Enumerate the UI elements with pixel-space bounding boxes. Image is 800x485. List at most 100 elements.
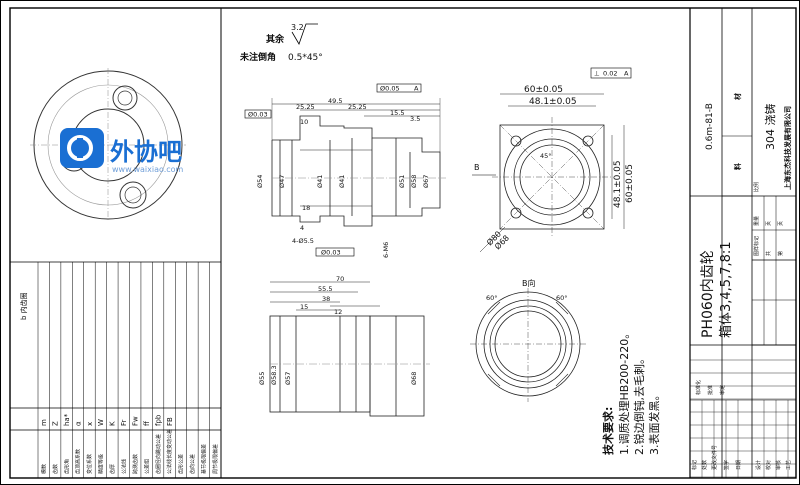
front-dim-label: 15.5 — [390, 109, 404, 117]
front-dim-label: 3.5 — [410, 115, 420, 123]
gear-data-table — [10, 261, 221, 431]
title-block-cell: 设计 — [755, 460, 762, 470]
material-label-2: 料 — [733, 163, 742, 170]
b-view-angle2: 60° — [556, 294, 568, 302]
flange-tolerance-frame — [590, 67, 632, 79]
section-dim-label: 38 — [322, 295, 330, 303]
chamfer-value: 0.5*45° — [288, 53, 323, 63]
title-block-cell: 页 — [766, 221, 772, 226]
gear-row-label: 跨测齿数 — [132, 454, 139, 474]
gear-row-label: 模数 — [40, 464, 47, 474]
section-dim-label: 15 — [300, 303, 308, 311]
title-block-cell: 处数 — [701, 460, 708, 470]
gear-row-label: 齿厚 — [110, 464, 116, 474]
front-dim-label: Ø58 — [410, 175, 418, 188]
section-dim-label: Ø68 — [410, 372, 418, 385]
requirement-1: 1.调质处理HB200-220。 — [618, 328, 631, 455]
drawing-frame — [9, 7, 797, 479]
drawing-number: 0.6m-81-B — [705, 103, 715, 150]
gear-row-symbol: FB — [166, 417, 174, 426]
front-dim-label: Ø67 — [422, 175, 430, 188]
title-block-grid: 图样标记重量比例共页第页标记处数更改文件号签字日期设计校对审核工艺标准化批准审定 — [690, 182, 796, 478]
chamfer-label: 未注倒角 — [239, 51, 276, 63]
tol-left-text: Ø0.03 — [248, 111, 268, 119]
title-block-cell: 重量 — [753, 216, 760, 226]
flange-w2: 48.1±0.05 — [529, 97, 577, 107]
gear-row-label: 精度等级 — [98, 454, 105, 474]
title-block-cell: 工艺 — [786, 460, 792, 470]
flange-tol-sym: ⊥ — [594, 70, 600, 78]
flange-w1: 60±0.05 — [524, 85, 563, 95]
title-block-cell: 标记 — [691, 460, 698, 470]
requirements-title: 技术要求: — [601, 407, 615, 455]
gear-table-title: b 内齿圈 — [19, 292, 28, 320]
gear-row-label: 公差组 — [143, 459, 150, 474]
flange-marker: B — [474, 163, 480, 172]
section-dim-label: Ø57 — [284, 372, 292, 385]
material-label-1: 材 — [733, 93, 742, 101]
title-block-cell: 校对 — [765, 460, 772, 470]
title-block-cell: 审核 — [775, 460, 782, 470]
flange-view — [479, 93, 625, 253]
note-rest-label: 其余 — [266, 33, 285, 45]
title-block-cell: 比例 — [753, 182, 760, 192]
gear-row-label: 齿数 — [52, 464, 59, 474]
company-name: 上海东杰科技发展有限公司 — [783, 106, 792, 190]
section-dim-label: Ø58.3 — [270, 365, 278, 385]
gear-row-symbol: x — [86, 422, 94, 426]
section-dim-label: Ø55 — [258, 372, 266, 385]
gear-row-symbol: ff — [143, 421, 151, 426]
section-dim-label: 70 — [336, 275, 344, 283]
gear-row-symbol: W — [97, 419, 105, 426]
gear-row-symbol: ha* — [63, 413, 71, 426]
requirement-3: 3.表面发黑。 — [647, 390, 661, 456]
front-dim-label: Ø54 — [256, 175, 264, 188]
gear-row-label: 变位系数 — [86, 454, 93, 474]
section-dim-label: 55.5 — [318, 285, 332, 293]
title-block-cell: 图样标记 — [753, 236, 760, 256]
flange-h2: 60±0.05 — [625, 164, 635, 203]
gear-row-label: 齿圈径向跳动公差 — [155, 434, 162, 474]
title-block-cell: 共 — [765, 251, 772, 256]
title-block-cell: 日期 — [736, 460, 742, 470]
title-block-cell: 更改文件号 — [711, 445, 718, 470]
gear-row-label: 齿形角 — [63, 459, 70, 474]
tol-top-ref: A — [414, 85, 419, 93]
part-title: PH060内齿轮 — [700, 250, 716, 338]
watermark-logo: 外协吧 www.waixiao.com — [60, 128, 184, 174]
roughness-icon — [291, 23, 318, 45]
title-block-cell: 签字 — [723, 460, 730, 470]
tol-top-text: Ø0.05 — [380, 85, 400, 93]
flange-angle: 45° — [540, 152, 552, 160]
front-dim-label: 4 — [300, 224, 304, 232]
front-dim-label: 25.25 — [296, 103, 315, 111]
b-direction-view — [470, 288, 586, 402]
gear-row-label: 周节极限偏差 — [212, 444, 219, 474]
section-dim-label: 12 — [334, 308, 342, 316]
gear-row-symbol: Fw — [132, 416, 140, 426]
title-block-cell: 第 — [777, 251, 784, 256]
front-dim-label: Ø47 — [278, 175, 286, 188]
title-block-cell: 页 — [778, 221, 784, 226]
title-block-cell: 审定 — [719, 385, 726, 395]
technical-requirements: 技术要求: 1.调质处理HB200-220。 2.锐边倒钝,去毛刺。 3.表面发… — [601, 328, 661, 455]
section-view — [269, 281, 430, 417]
front-sectional-view — [271, 98, 446, 227]
surface-notes: 其余 3.2 未注倒角 0.5*45° — [239, 23, 323, 63]
gear-row-label: 基节极限偏差 — [201, 444, 208, 474]
gear-row-symbol: K — [109, 421, 117, 426]
requirement-2: 2.锐边倒钝,去毛刺。 — [632, 353, 646, 455]
gear-row-label: 公法线长度变动公差 — [166, 429, 173, 474]
watermark-brand: 外协吧 — [110, 138, 182, 166]
tol-bottom-text: Ø0.03 — [321, 249, 341, 257]
front-dim-label: 10 — [300, 118, 308, 126]
gear-table-columns: 模数m齿数Z齿形角ha*齿顶高系数α变位系数x精度等级W齿厚K公法线Fr跨测齿数… — [37, 262, 219, 478]
title-block — [689, 8, 796, 478]
material-value: 304 浇铸 — [763, 104, 777, 151]
front-dim-label: 25.25 — [348, 103, 367, 111]
b-view-label: B向 — [522, 278, 536, 288]
